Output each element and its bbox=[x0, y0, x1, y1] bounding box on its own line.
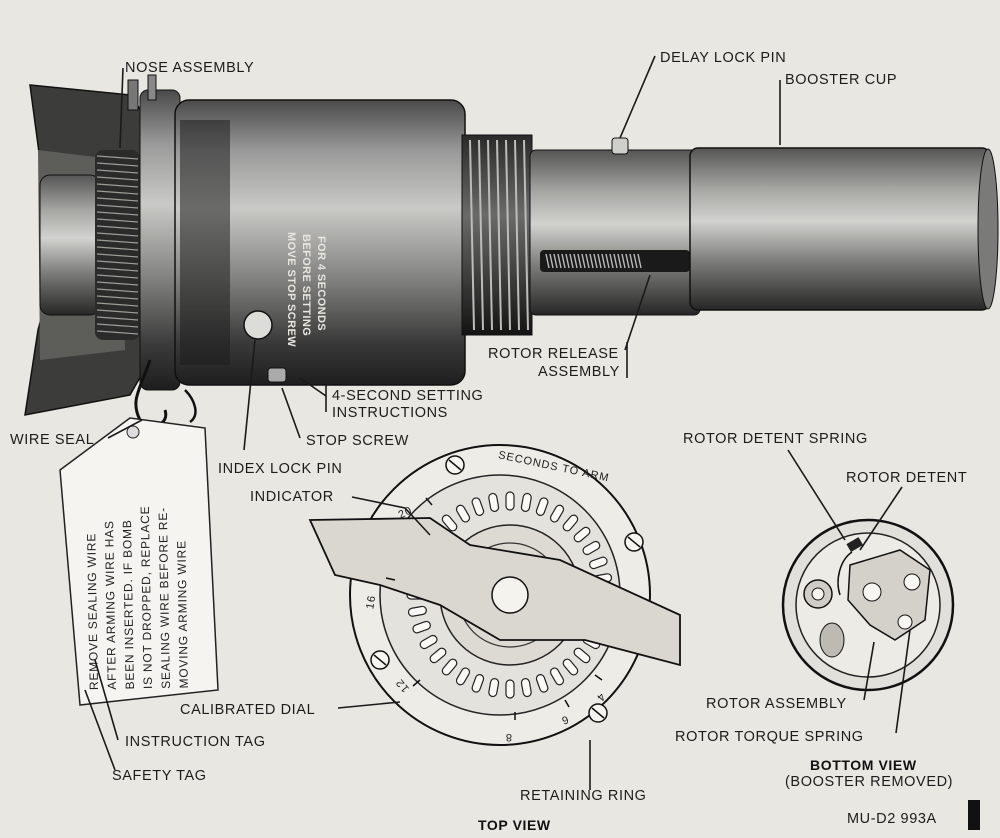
label-wire-seal: WIRE SEAL bbox=[10, 432, 94, 448]
label-rotor-detent: ROTOR DETENT bbox=[846, 470, 967, 486]
tag-line-6: MOVING ARMING WIRE bbox=[174, 540, 191, 689]
stamp-line-2: BEFORE SETTING bbox=[300, 234, 312, 336]
label-four-second: 4-SECOND SETTING bbox=[332, 388, 483, 404]
label-rotor-detent-spring: ROTOR DETENT SPRING bbox=[683, 431, 868, 447]
dial-screws bbox=[370, 455, 644, 723]
stop-screw-shape bbox=[267, 367, 287, 383]
label-indicator: INDICATOR bbox=[250, 489, 334, 505]
label-rotor-assembly: ROTOR ASSEMBLY bbox=[706, 696, 847, 712]
dial-num-16: 16 bbox=[364, 594, 378, 610]
delay-lock-pin bbox=[611, 137, 629, 155]
label-retaining-ring: RETAINING RING bbox=[520, 788, 647, 804]
dial-num-20: 20 bbox=[397, 504, 415, 521]
safety-tag: REMOVE SEALING WIRE AFTER ARMING WIRE HA… bbox=[59, 417, 219, 706]
view-title-top: TOP VIEW bbox=[478, 817, 551, 833]
tag-line-5: SEALING WIRE BEFORE RE- bbox=[156, 507, 173, 689]
view-title-bottom: BOTTOM VIEW bbox=[810, 757, 917, 773]
tag-line-3: BEEN INSERTED. IF BOMB bbox=[120, 519, 137, 689]
nose-flange bbox=[139, 89, 181, 391]
nose-cap bbox=[39, 174, 101, 316]
top-view-dial: SECONDS TO ARM 20 16 12 8 6 4 bbox=[308, 444, 681, 746]
label-instruction-tag: INSTRUCTION TAG bbox=[125, 734, 266, 750]
rotor-housing bbox=[529, 149, 701, 316]
label-rotor-torque-spring: ROTOR TORQUE SPRING bbox=[675, 729, 864, 745]
label-delay-lock-pin: DELAY LOCK PIN bbox=[660, 50, 786, 66]
label-nose-assembly: NOSE ASSEMBLY bbox=[125, 60, 254, 76]
dial-num-8: 8 bbox=[505, 731, 512, 743]
tag-line-1: REMOVE SEALING WIRE bbox=[84, 533, 101, 690]
label-rotor-release-2: ASSEMBLY bbox=[538, 364, 620, 380]
label-four-second-2: INSTRUCTIONS bbox=[332, 405, 448, 421]
label-calibrated-dial: CALIBRATED DIAL bbox=[180, 702, 315, 718]
figure-id: MU-D2 993A bbox=[847, 811, 937, 827]
dial-num-6: 6 bbox=[559, 713, 570, 727]
gear-ring bbox=[95, 150, 140, 340]
tag-text: REMOVE SEALING WIRE AFTER ARMING WIRE HA… bbox=[84, 505, 191, 690]
tag-line-4: IS NOT DROPPED, REPLACE bbox=[138, 505, 155, 689]
body-stamp: MOVE STOP SCREW BEFORE SETTING FOR 4 SEC… bbox=[285, 232, 327, 347]
fuze-side-view: MOVE STOP SCREW BEFORE SETTING FOR 4 SEC… bbox=[24, 74, 999, 428]
thread-section bbox=[461, 134, 533, 336]
leader-lines bbox=[84, 55, 911, 790]
stamp-line-3: FOR 4 SECONDS bbox=[315, 236, 327, 331]
view-note-bottom: (BOOSTER REMOVED) bbox=[785, 774, 953, 790]
index-lock-pin-shape bbox=[243, 310, 273, 340]
booster-cup-shape bbox=[689, 147, 991, 311]
label-stop-screw: STOP SCREW bbox=[306, 433, 409, 449]
label-index-lock-pin: INDEX LOCK PIN bbox=[218, 461, 342, 477]
corner-mark bbox=[968, 800, 980, 830]
label-booster-cup: BOOSTER CUP bbox=[785, 72, 897, 88]
tag-line-2: AFTER ARMING WIRE HAS bbox=[102, 520, 119, 690]
stamp-line-1: MOVE STOP SCREW bbox=[285, 232, 297, 347]
rotor-detent-shape bbox=[846, 537, 864, 552]
bottom-view bbox=[781, 518, 955, 692]
label-rotor-release: ROTOR RELEASE bbox=[488, 346, 619, 362]
label-safety-tag: SAFETY TAG bbox=[112, 768, 207, 784]
